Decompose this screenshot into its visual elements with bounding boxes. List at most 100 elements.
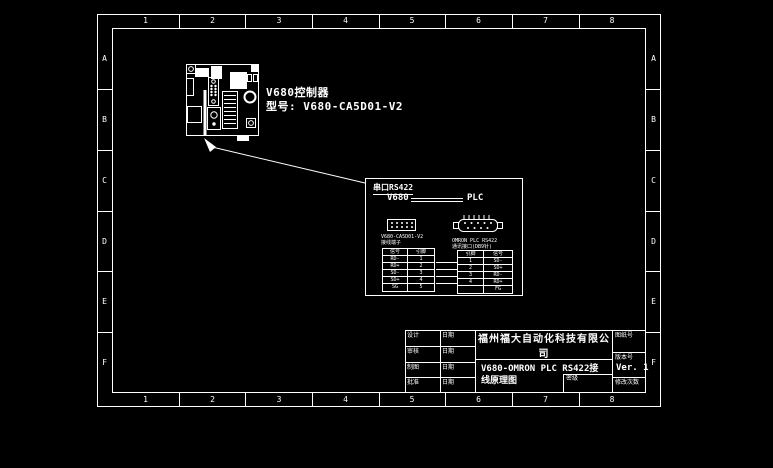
ruler-tick — [97, 332, 112, 333]
ruler-letter-right: E — [651, 297, 656, 306]
version-value: Ver. 1 — [616, 363, 649, 373]
ruler-tick — [646, 332, 661, 333]
component-model-label: 型号: V680-CA5D01-V2 — [266, 100, 403, 113]
ruler-tick — [646, 150, 661, 151]
ruler-tick — [179, 393, 180, 407]
left-connector-caption: V680-CA5D01-V2 — [381, 234, 424, 240]
ruler-letter-right: A — [651, 54, 656, 63]
sign-label-draft: 制图 — [407, 364, 420, 371]
component-name-label: V680控制器 — [266, 86, 329, 99]
sign-label-check: 审核 — [407, 348, 420, 355]
table-cell: SD- — [383, 270, 408, 277]
table-cell: RD- — [484, 272, 512, 279]
serial-port-label: 串口RS422 — [373, 182, 414, 195]
wire-line — [436, 269, 457, 270]
ruler-letter-right: D — [651, 236, 656, 246]
title-block-line — [612, 330, 613, 393]
sign-label-design: 设计 — [407, 332, 420, 339]
title-block-line — [563, 374, 612, 375]
title-block — [405, 330, 646, 393]
ruler-letter-left: F — [102, 358, 107, 367]
table-header-cell: 信号 — [484, 251, 512, 258]
ruler-tick — [646, 211, 661, 212]
wire-line — [436, 276, 457, 277]
ruler-tick — [97, 150, 112, 151]
v680-controller-pcb-drawing — [186, 64, 259, 141]
table-row: SD+ 4 — [383, 277, 434, 284]
revision-label: 修改次数 — [615, 379, 640, 386]
title-block-line — [475, 330, 476, 393]
wiring-detail-box — [365, 178, 523, 296]
ruler-tick — [445, 14, 446, 28]
ruler-tick — [245, 393, 246, 407]
right-device-label: PLC — [467, 193, 484, 203]
ruler-tick — [245, 14, 246, 28]
ruler-letter-left: D — [102, 236, 107, 246]
ruler-tick — [445, 393, 446, 407]
table-cell: 4 — [458, 279, 484, 286]
db9-connector-drawing — [453, 215, 503, 232]
wire-line — [436, 283, 457, 284]
table-cell: 1 — [408, 256, 434, 263]
right-connector-caption: OMRON PLC RS422 — [452, 238, 498, 244]
table-cell: 4 — [408, 277, 434, 284]
right-connector-caption: 通讯接口(DB9针) — [452, 244, 493, 250]
title-block-line — [476, 359, 612, 360]
ruler-number-top: 2 — [210, 16, 215, 25]
table-row: RD+ 2 — [383, 263, 434, 270]
table-row: 4 RD+ — [458, 279, 512, 286]
table-row: SG 5 — [383, 284, 434, 291]
title-block-line — [613, 377, 646, 378]
ruler-tick — [97, 211, 112, 212]
leader-arrow — [203, 90, 366, 184]
table-cell: 1 — [458, 258, 484, 265]
ruler-tick — [97, 89, 112, 90]
title-block-line — [563, 374, 564, 393]
ruler-tick — [312, 14, 313, 28]
table-header-cell: 信号 — [383, 249, 408, 256]
ruler-tick — [646, 89, 661, 90]
table-cell: 3 — [408, 270, 434, 277]
ruler-number-bottom: 4 — [343, 395, 348, 404]
ruler-number-bottom: 1 — [143, 395, 148, 404]
ruler-letter-right: C — [651, 176, 656, 185]
ruler-number-bottom: 7 — [543, 395, 548, 404]
ruler-number-bottom: 3 — [276, 395, 282, 404]
table-cell: SD- — [484, 258, 512, 265]
sign-label-date: 日期 — [442, 348, 455, 355]
ruler-number-top: 1 — [143, 16, 148, 25]
ruler-tick — [97, 271, 112, 272]
version-label: 版本号 — [615, 354, 634, 361]
title-block-line — [440, 330, 441, 393]
table-row: RD- 1 — [383, 256, 434, 263]
left-device-label: V680 — [387, 193, 409, 203]
ruler-letter-left: C — [102, 176, 107, 185]
ruler-letter-left: A — [102, 54, 107, 63]
title-block-line — [405, 346, 475, 347]
drawing-no-label: 图纸号 — [615, 332, 634, 339]
ruler-letter-right: F — [651, 358, 656, 367]
table-cell: SD+ — [484, 265, 512, 272]
table-row: 1 SD- — [458, 258, 512, 265]
ruler-number-bottom: 8 — [609, 395, 615, 404]
ruler-tick — [646, 271, 661, 272]
table-row: 2 SD+ — [458, 265, 512, 272]
table-cell: RD+ — [484, 279, 512, 286]
table-cell: 2 — [408, 263, 434, 270]
ruler-tick — [579, 393, 580, 407]
bus-line — [411, 198, 463, 199]
table-header-cell: 引脚 — [408, 249, 434, 256]
table-cell — [458, 286, 484, 293]
ruler-tick — [512, 14, 513, 28]
table-row: 引脚 信号 — [458, 251, 512, 258]
left-connector-caption: 接线端子 — [381, 240, 402, 246]
ruler-letter-right: B — [651, 115, 656, 124]
sign-label-date: 日期 — [442, 364, 455, 371]
secrecy-label: 密级 — [566, 375, 579, 382]
title-block-line — [405, 362, 475, 363]
ruler-number-top: 7 — [543, 16, 548, 25]
v680-pin-table: 信号 引脚 RD- 1 RD+ 2 SD- 3 SD+ 4 SG 5 — [382, 248, 435, 292]
table-cell: FG — [494, 286, 502, 292]
sheet-inner-frame — [112, 28, 646, 393]
ruler-tick — [379, 393, 380, 407]
